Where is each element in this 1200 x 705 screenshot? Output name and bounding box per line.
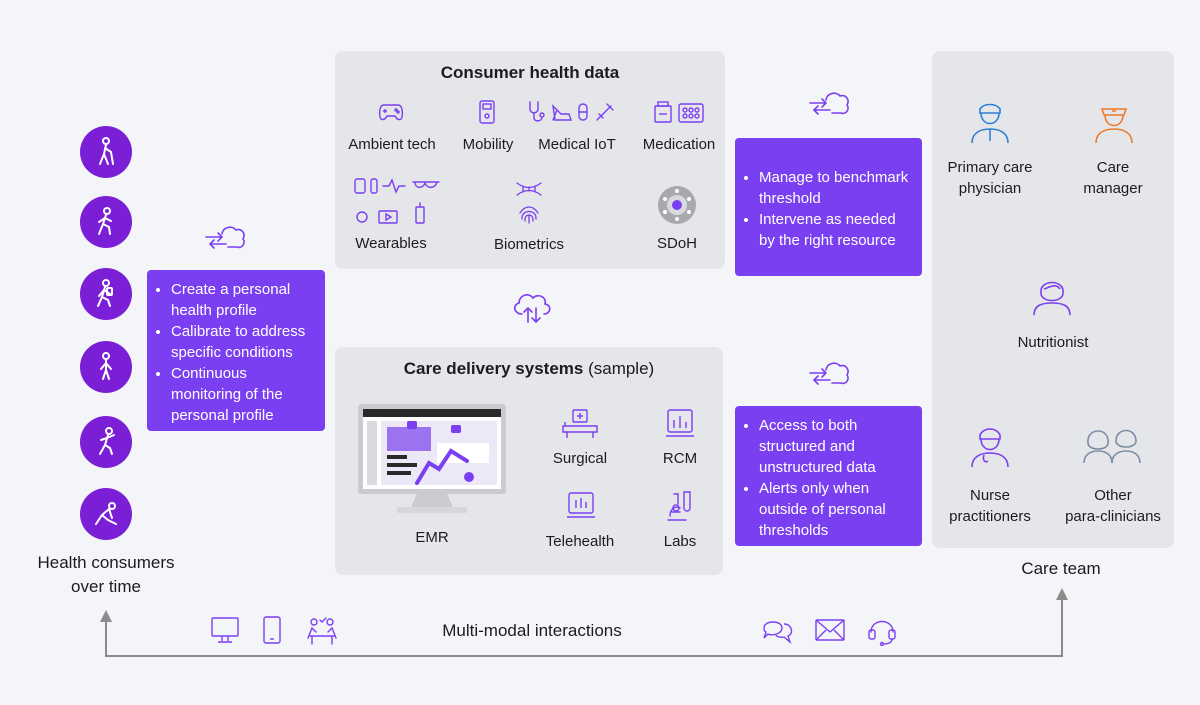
biometrics-icons	[516, 182, 542, 224]
consumer-health-data-title: Consumer health data	[440, 63, 620, 82]
person-hiking-icon	[97, 279, 113, 307]
ambient-tech-icon	[378, 104, 404, 121]
person-exercising-icon	[99, 427, 115, 455]
data-exchange-cloud-icon	[205, 226, 245, 249]
consumers-label-line1: Health consumers	[37, 553, 175, 572]
chat-bubbles-icon	[763, 621, 793, 644]
care-manager-icon	[1095, 108, 1133, 144]
interactions-label: Multi-modal interactions	[442, 621, 622, 640]
medication-icons	[654, 101, 704, 123]
physician-icon	[971, 103, 1009, 144]
consumer-health-data-panel: Consumer health data Ambient tech Mobili…	[335, 51, 725, 269]
system-rcm: RCM	[662, 450, 698, 467]
category-sdoh: SDoH	[656, 235, 698, 252]
system-emr: EMR	[415, 529, 449, 546]
consumer-hiking	[80, 268, 132, 320]
care-delivery-systems-panel: Care delivery systems (sample) EMR Surgi…	[335, 347, 723, 575]
person-cane-icon	[99, 137, 114, 165]
system-labs: Labs	[663, 533, 697, 550]
headset-icon	[868, 620, 896, 646]
data-exchange-cloud-icon-top	[809, 92, 849, 115]
surgical-icon	[562, 409, 598, 438]
care-delivery-title: Care delivery systems (sample)	[403, 359, 655, 378]
medical-iot-icons	[529, 101, 614, 122]
consumer-walker-cane	[80, 126, 132, 178]
sdoh-icon	[658, 186, 696, 224]
category-medical-iot: Medical IoT	[538, 136, 616, 153]
system-telehealth: Telehealth	[545, 533, 615, 550]
wearables-icons	[354, 178, 440, 224]
email-icon	[815, 619, 845, 641]
person-standing-icon	[100, 352, 112, 380]
care-team-label: Care team	[1021, 559, 1101, 578]
mobility-icon	[479, 100, 495, 124]
person-walking-icon	[98, 207, 112, 235]
desktop-icon	[211, 617, 239, 643]
telehealth-icon	[567, 492, 595, 518]
member-nutritionist: Nutritionist	[1017, 334, 1089, 351]
data-exchange-cloud-icon-bottom	[809, 362, 849, 385]
emr-monitor-illustration	[358, 404, 506, 513]
cloud-sync-icon	[513, 294, 551, 324]
rcm-icon	[666, 409, 694, 437]
para-clinicians-icon	[1083, 429, 1141, 464]
consumers-label: Health consumers over time	[20, 551, 192, 599]
category-wearables: Wearables	[355, 235, 427, 252]
category-biometrics: Biometrics	[493, 236, 565, 253]
category-mobility: Mobility	[462, 136, 514, 153]
consumer-walking	[80, 196, 132, 248]
consumer-exercising	[80, 416, 132, 468]
mobile-phone-icon	[263, 616, 281, 644]
consumer-standing	[80, 341, 132, 393]
nutritionist-icon	[1033, 281, 1071, 316]
labs-microscope-icon	[667, 491, 691, 521]
consumer-crawling	[80, 488, 132, 540]
category-ambient-tech: Ambient tech	[348, 136, 436, 153]
system-surgical: Surgical	[552, 450, 608, 467]
consumers-label-line2: over time	[71, 577, 141, 596]
category-medication: Medication	[642, 136, 716, 153]
nurse-practitioner-icon	[971, 428, 1009, 468]
person-crawling-icon	[95, 502, 117, 525]
in-person-meeting-icon	[307, 617, 337, 645]
